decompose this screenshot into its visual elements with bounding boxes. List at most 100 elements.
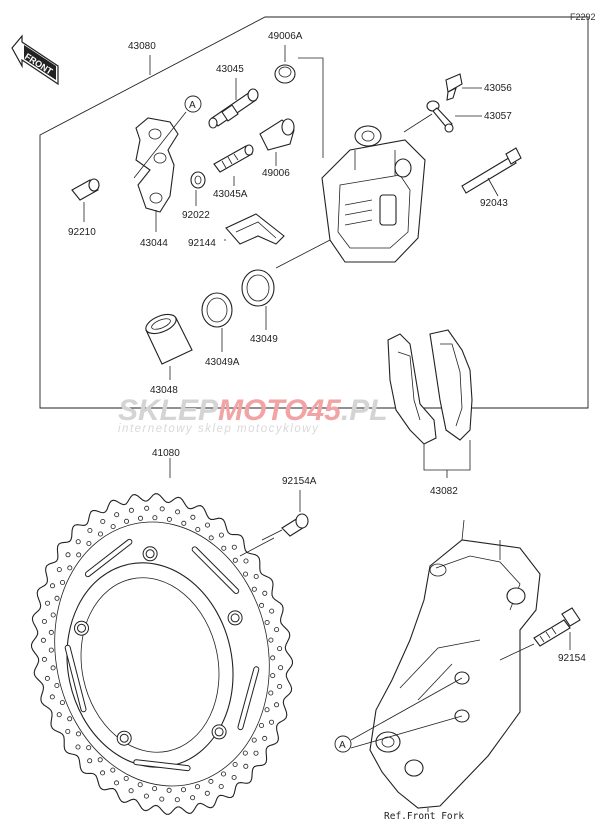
disc-hole (268, 637, 274, 643)
part-43044-caliper-bracket (135, 117, 179, 232)
disc-hole (87, 528, 93, 534)
disc-hole (97, 757, 103, 763)
disc-hole (98, 531, 104, 537)
disc-hole (143, 793, 149, 799)
disc-hole (208, 535, 214, 541)
part-92043-pad-pin (461, 147, 522, 197)
part-label-43082: 43082 (430, 486, 458, 497)
disc-hole (48, 647, 54, 653)
part-92022-washer (190, 171, 206, 206)
disc-hole (251, 737, 257, 743)
callout-a-bottom: A (334, 677, 463, 753)
part-49006a (274, 45, 324, 158)
part-43082-brake-pads (387, 329, 473, 478)
disc-hole (67, 565, 73, 571)
disc-hole (114, 512, 120, 518)
callout-a-top: A (133, 95, 202, 179)
disc-hole (264, 620, 270, 626)
disc-hole (44, 675, 50, 681)
disc-hole (144, 505, 150, 511)
part-label-43044: 43044 (140, 238, 168, 249)
disc-hole (76, 552, 82, 558)
disc-hole (269, 608, 275, 614)
disc-hole (40, 637, 46, 643)
disc-hole (152, 786, 158, 792)
part-43056-bleeder (445, 73, 482, 101)
disc-hole (159, 796, 165, 802)
part-label-92210: 92210 (68, 227, 96, 238)
disc-hole (221, 545, 227, 551)
disc-hole (278, 665, 284, 671)
disc-hole (128, 788, 134, 794)
part-label-43045a: 43045A (213, 189, 248, 200)
disc-hole (100, 519, 106, 525)
part-label-43045: 43045 (216, 64, 244, 75)
disc-hole (54, 595, 60, 601)
disc-hole (159, 506, 165, 512)
disc-hole (59, 700, 65, 706)
disc-hole (86, 541, 92, 547)
disc-rivet (77, 623, 86, 633)
disc-hole (152, 515, 158, 521)
disc-hole (190, 514, 196, 520)
disc-hole (123, 776, 129, 782)
part-label-92043: 92043 (480, 198, 508, 209)
disc-hole (49, 694, 55, 700)
front-direction-badge: FRONT (11, 34, 59, 86)
disc-hole (195, 527, 201, 533)
part-label-92022: 92022 (182, 210, 210, 221)
disc-hole (277, 684, 283, 690)
disc-hole (128, 507, 134, 513)
watermark-tagline: internetowy sklep motocyklowy (118, 423, 319, 435)
part-92154-caliper-bolt (499, 607, 581, 661)
part-92210-bolt (71, 178, 100, 222)
disc-hole (220, 771, 226, 777)
disc-hole (50, 665, 56, 671)
disc-hole (50, 612, 56, 618)
disc-hole (251, 586, 257, 592)
disc-rivet (230, 613, 240, 623)
disc-hole (175, 509, 181, 515)
part-41080-brake-disc (30, 458, 294, 815)
ref-front-fork-label: Ref.Front Fork (384, 811, 464, 822)
watermark-brand: SKLEPMOTO45.PL (118, 394, 388, 427)
part-43049-piston-seal (241, 239, 331, 330)
watermark-brand-d: .PL (341, 394, 388, 427)
part-label-43057: 43057 (484, 111, 512, 122)
callout-a-top-letter: A (189, 100, 196, 111)
part-label-43080: 43080 (128, 41, 156, 52)
part-43049a-dust-seal (201, 292, 233, 352)
disc-hole (208, 778, 214, 784)
part-92154a-disc-bolt (239, 490, 309, 557)
disc-hole (268, 719, 274, 725)
disc-hole (110, 524, 116, 530)
disc-hole (270, 655, 276, 661)
disc-hole (45, 600, 51, 606)
disc-hole (190, 795, 196, 801)
disc-hole (262, 735, 268, 741)
disc-hole (114, 780, 120, 786)
disc-hole (75, 539, 81, 545)
disc-hole (231, 544, 237, 550)
disc-hole (100, 770, 106, 776)
part-label-92154a: 92154A (282, 476, 317, 487)
disc-hole (75, 744, 81, 750)
disc-hole (218, 532, 224, 538)
disc-hole (268, 690, 274, 696)
part-label-43049: 43049 (250, 334, 278, 345)
disc-rivet (119, 733, 129, 743)
disc-hole (137, 782, 143, 788)
disc-hole (180, 787, 186, 793)
disc-slot (192, 547, 239, 593)
disc-hole (194, 784, 200, 790)
disc-hole (231, 775, 237, 781)
watermark-brand-b: MOTO (218, 394, 307, 427)
disc-hole (41, 656, 47, 662)
part-label-43056: 43056 (484, 83, 512, 94)
disc-hole (259, 602, 265, 608)
disc-hole (166, 516, 172, 522)
disc-hole (242, 571, 248, 577)
disc-hole (65, 729, 71, 735)
disc-hole (54, 683, 60, 689)
caliper-assembly-box (39, 16, 589, 409)
